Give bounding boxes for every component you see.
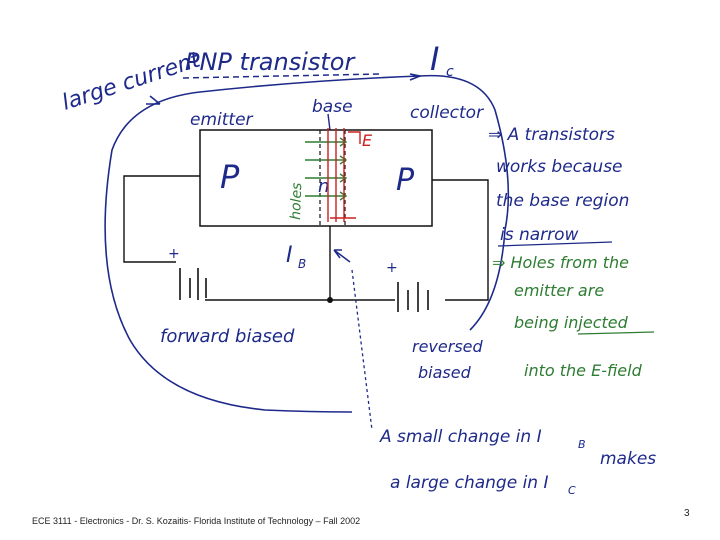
forward-biased-label: forward biased xyxy=(160,326,295,347)
current-loop-right xyxy=(419,74,510,331)
p-right-label: P xyxy=(396,163,415,198)
ib-arrow xyxy=(333,249,351,263)
hole-arrow-4 xyxy=(305,191,348,201)
note-small-change-2: makes xyxy=(600,449,656,469)
base-node xyxy=(327,297,333,303)
plus-right: + xyxy=(386,260,398,276)
base-label: base xyxy=(312,97,353,117)
forward-bias-battery xyxy=(179,268,207,300)
circuit-wiring xyxy=(123,175,489,301)
note-leader xyxy=(351,269,373,431)
emitter-label: emitter xyxy=(190,110,254,130)
emitter-lead xyxy=(123,175,200,263)
title-text: PNP transistor xyxy=(185,48,356,76)
note-holes-2: emitter are xyxy=(514,281,604,300)
note-transistor-3: the base region xyxy=(496,191,629,211)
reversed-biased-line2: biased xyxy=(418,363,472,382)
collector-label: collector xyxy=(410,103,484,123)
ib-label: I xyxy=(286,243,293,268)
note-small-change-sub: B xyxy=(578,438,586,451)
page-number: 3 xyxy=(684,508,690,519)
note-transistor-2: works because xyxy=(496,157,623,177)
holes-side-label: holes xyxy=(288,182,305,220)
transistor-block xyxy=(199,129,433,227)
base-pointer xyxy=(327,113,331,131)
current-loop xyxy=(104,75,421,413)
plus-left: + xyxy=(168,246,180,262)
note-transistor-underline xyxy=(497,241,613,247)
ic-subscript: c xyxy=(446,64,454,80)
n-mid-label: n xyxy=(318,176,329,197)
reversed-biased-line1: reversed xyxy=(412,337,483,356)
note-small-change-sub2: C xyxy=(568,484,576,497)
hole-arrow-1 xyxy=(305,137,348,147)
loop-arrowhead-top xyxy=(409,73,423,81)
p-left-label: P xyxy=(220,158,240,196)
title-underline xyxy=(182,73,381,79)
note-transistor-4: is narrow xyxy=(500,225,579,245)
large-current-label: large current xyxy=(59,47,204,116)
note-small-change-1: A small change in I xyxy=(379,427,542,447)
note-holes-underline xyxy=(577,331,655,335)
hole-arrow-3 xyxy=(305,173,348,183)
note-holes-1: ⇒ Holes from the xyxy=(492,253,629,272)
note-holes-3: being injected xyxy=(514,313,629,332)
ib-subscript: B xyxy=(298,257,306,271)
note-holes-4: into the E-field xyxy=(524,361,643,380)
loop-arrowhead-left xyxy=(146,95,161,105)
hole-arrow-2 xyxy=(305,155,348,165)
ic-label: I xyxy=(430,40,439,78)
large-current-text: large current xyxy=(59,47,204,116)
e-field-label: E xyxy=(362,131,373,150)
e-field-bracket-top xyxy=(348,131,361,144)
slide-footer: ECE 3111 - Electronics - Dr. S. Kozaitis… xyxy=(32,516,361,526)
e-field-arrows xyxy=(327,128,361,222)
reverse-bias-battery xyxy=(397,282,429,312)
note-transistor-1: ⇒ A transistors xyxy=(488,125,615,145)
note-small-change-3: a large change in I xyxy=(390,473,549,493)
collector-lead xyxy=(432,179,489,301)
hole-flow-arrows xyxy=(305,137,348,201)
